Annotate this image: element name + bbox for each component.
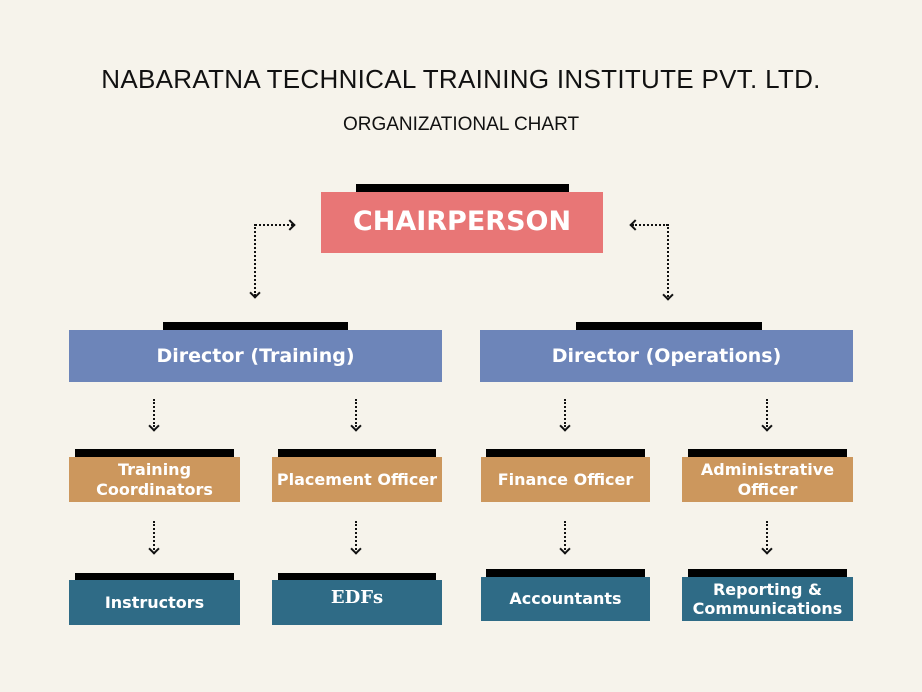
- director-label: Director (Operations): [551, 344, 782, 367]
- officer-label: Training Coordinators: [96, 460, 213, 499]
- director-label: Director (Training): [156, 344, 355, 367]
- officer-bar: [278, 449, 436, 457]
- arrow-down-icon: [350, 543, 362, 555]
- staff-label: Reporting & Communications: [692, 579, 843, 618]
- officer-bar: [688, 449, 847, 457]
- officer-bar: [75, 449, 234, 457]
- officer-bar: [486, 449, 645, 457]
- connector-line: [153, 399, 155, 427]
- arrow-down-icon: [148, 420, 160, 432]
- connector-line: [766, 521, 768, 550]
- arrow-down-icon: [559, 420, 571, 432]
- staff-label: EDFs: [330, 586, 384, 608]
- connector-line: [564, 399, 566, 427]
- officer-label: Administrative Officer: [700, 460, 835, 499]
- staff-label: Instructors: [104, 592, 205, 612]
- connector-line: [355, 521, 357, 550]
- arrow-right-icon: [284, 219, 296, 231]
- staff-bar: [278, 573, 436, 581]
- training-coordinators-node: Training Coordinators: [69, 457, 240, 502]
- arrow-down-icon: [350, 420, 362, 432]
- finance-officer-node: Finance Officer: [481, 457, 650, 502]
- staff-label: Accountants: [509, 589, 622, 609]
- director-operations-node: Director (Operations): [480, 330, 853, 382]
- chart-subtitle: ORGANIZATIONAL CHART: [342, 114, 580, 135]
- officer-label: Placement Officer: [276, 469, 438, 489]
- arrow-down-icon: [559, 543, 571, 555]
- chairperson-label: CHAIRPERSON: [352, 206, 572, 238]
- chairperson-node: CHAIRPERSON: [321, 192, 603, 253]
- connector-line: [355, 399, 357, 427]
- placement-officer-node: Placement Officer: [272, 457, 442, 502]
- arrow-left-icon: [629, 219, 641, 231]
- organization-title: NABARATNA TECHNICAL TRAINING INSTITUTE P…: [101, 64, 821, 94]
- director-bar: [576, 322, 762, 330]
- director-bar: [163, 322, 348, 330]
- connector-line: [153, 521, 155, 550]
- staff-bar: [688, 569, 847, 577]
- instructors-node: Instructors: [69, 580, 240, 625]
- chairperson-bar: [356, 184, 569, 192]
- arrow-down-icon: [662, 289, 674, 301]
- officer-label: Finance Officer: [497, 469, 634, 489]
- arrow-down-icon: [148, 543, 160, 555]
- staff-bar: [75, 573, 234, 581]
- director-training-node: Director (Training): [69, 330, 442, 382]
- arrow-down-icon: [761, 543, 773, 555]
- connector-line: [766, 399, 768, 427]
- staff-bar: [486, 569, 645, 577]
- connector-line: [564, 521, 566, 550]
- edfs-node: EDFs: [272, 580, 442, 625]
- administrative-officer-node: Administrative Officer: [682, 457, 853, 502]
- reporting-communications-node: Reporting & Communications: [682, 577, 853, 621]
- accountants-node: Accountants: [481, 577, 650, 621]
- arrow-down-icon: [761, 420, 773, 432]
- arrow-down-icon: [249, 287, 261, 299]
